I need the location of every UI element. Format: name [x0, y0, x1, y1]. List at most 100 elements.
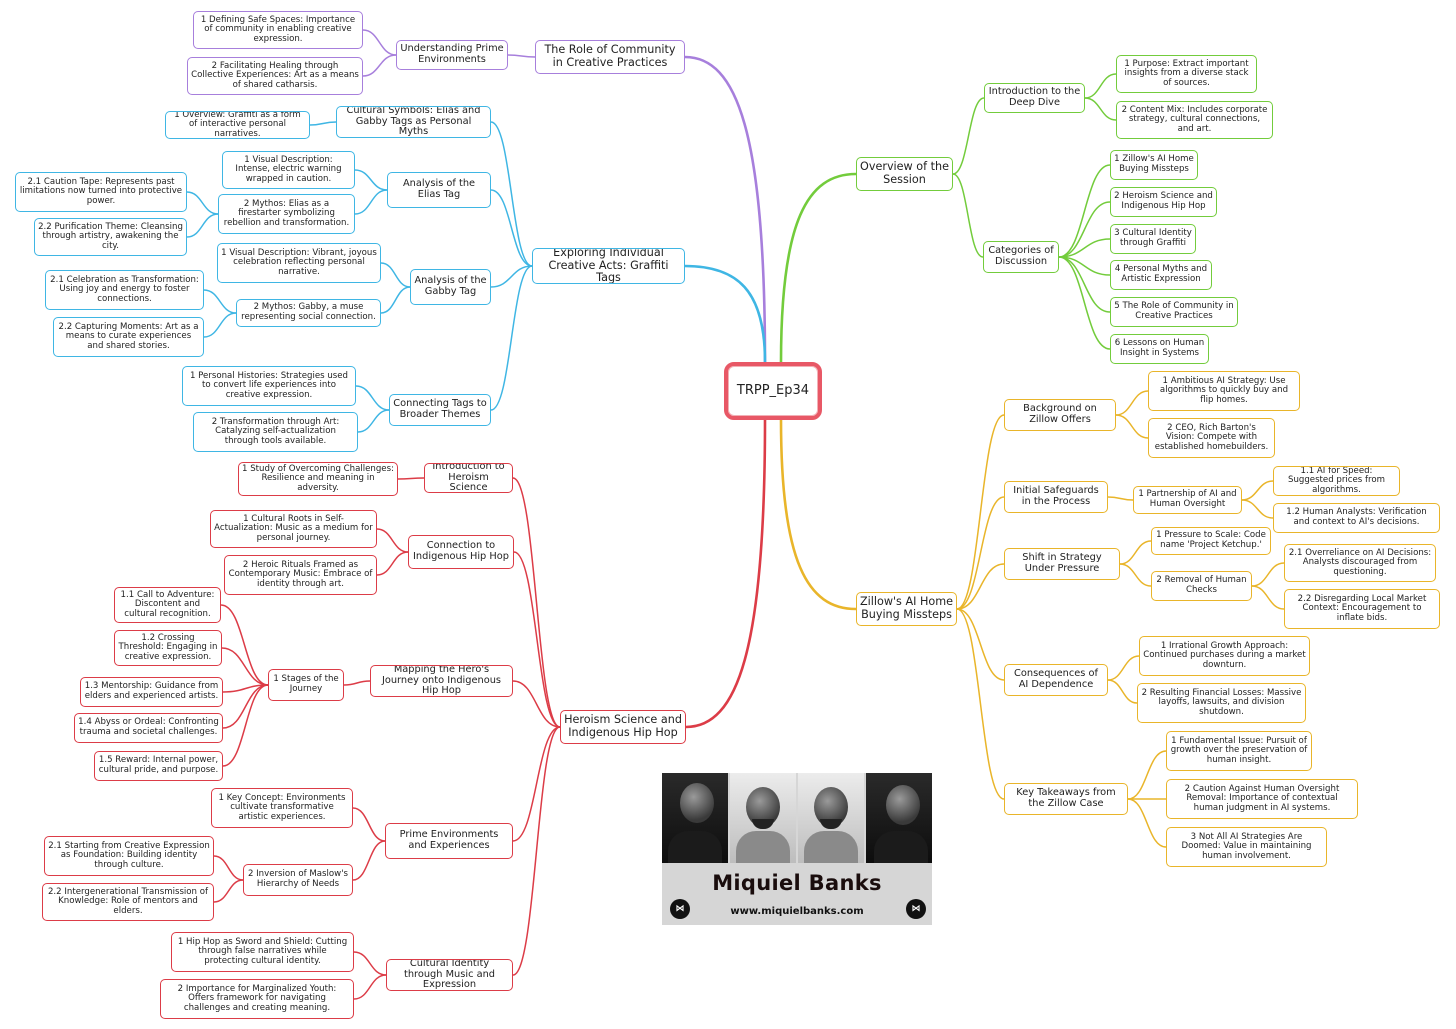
node-2-mythos-gabby-a-muse-representing-social-connec[interactable]: 2 Mythos: Gabby, a muse representing soc…	[236, 299, 381, 327]
node-1-partnership-of-ai-and-human-oversight[interactable]: 1 Partnership of AI and Human Oversight	[1133, 486, 1242, 514]
branch-line-r14	[512, 726, 561, 842]
node-1-1-call-to-adventure-discontent-and-cultural-re[interactable]: 1.1 Call to Adventure: Discontent and cu…	[114, 587, 221, 623]
node-zillow-s-ai-home-buying-missteps[interactable]: Zillow's AI Home Buying Missteps	[856, 592, 957, 626]
branch-line-c8	[186, 213, 219, 238]
node-background-on-zillow-offers[interactable]: Background on Zillow Offers	[1004, 399, 1116, 431]
node-1-2-crossing-threshold-engaging-in-creative-expr[interactable]: 1.2 Crossing Threshold: Engaging in crea…	[114, 630, 222, 666]
node-the-role-of-community-in-creative-practices[interactable]: The Role of Community in Creative Practi…	[535, 40, 685, 74]
node-1-irrational-growth-approach-continued-purchases[interactable]: 1 Irrational Growth Approach: Continued …	[1139, 636, 1310, 676]
node-1-study-of-overcoming-challenges-resilience-and-[interactable]: 1 Study of Overcoming Challenges: Resili…	[238, 462, 398, 496]
node-1-2-human-analysts-verification-and-context-to-a[interactable]: 1.2 Human Analysts: Verification and con…	[1273, 503, 1440, 533]
branch-line-g5	[952, 173, 984, 258]
branch-line-p1	[683, 55, 767, 364]
root-node[interactable]: TRPP_Ep34	[724, 362, 822, 420]
node-2-mythos-elias-as-a-firestarter-symbolizing-rebe[interactable]: 2 Mythos: Elias as a firestarter symboli…	[218, 194, 355, 234]
node-key-takeaways-from-the-zillow-case[interactable]: Key Takeaways from the Zillow Case	[1004, 783, 1128, 815]
node-4-personal-myths-and-artistic-expression[interactable]: 4 Personal Myths and Artistic Expression	[1110, 260, 1212, 290]
node-1-zillow-s-ai-home-buying-missteps[interactable]: 1 Zillow's AI Home Buying Missteps	[1110, 150, 1198, 180]
node-2-content-mix-includes-corporate-strategy-cultur[interactable]: 2 Content Mix: Includes corporate strate…	[1116, 101, 1273, 139]
branch-line-o14	[956, 608, 1005, 681]
node-2-inversion-of-maslow-s-hierarchy-of-needs[interactable]: 2 Inversion of Maslow's Hierarchy of Nee…	[243, 864, 353, 896]
node-2-1-caution-tape-represents-past-limitations-now[interactable]: 2.1 Caution Tape: Represents past limita…	[15, 172, 187, 212]
node-heroism-science-and-indigenous-hip-hop[interactable]: Heroism Science and Indigenous Hip Hop	[560, 710, 686, 744]
node-consequences-of-ai-dependence[interactable]: Consequences of AI Dependence	[1004, 664, 1108, 696]
node-5-the-role-of-community-in-creative-practices[interactable]: 5 The Role of Community in Creative Prac…	[1110, 297, 1238, 327]
portrait-photo-4	[866, 773, 932, 863]
node-connection-to-indigenous-hip-hop[interactable]: Connection to Indigenous Hip Hop	[408, 535, 514, 569]
branch-line-g11	[1058, 256, 1111, 350]
node-2-transformation-through-art-catalyzing-self-act[interactable]: 2 Transformation through Art: Catalyzing…	[193, 412, 358, 452]
branch-line-g4	[1084, 97, 1117, 121]
node-1-purpose-extract-important-insights-from-a-dive[interactable]: 1 Purpose: Extract important insights fr…	[1116, 55, 1257, 93]
branch-line-p3	[362, 29, 397, 56]
node-prime-environments-and-experiences[interactable]: Prime Environments and Experiences	[385, 823, 513, 859]
node-1-3-mentorship-guidance-from-elders-and-experien[interactable]: 1.3 Mentorship: Guidance from elders and…	[80, 677, 223, 707]
branch-line-o10	[1119, 540, 1152, 565]
portrait-photo-1	[662, 773, 728, 863]
node-shift-in-strategy-under-pressure[interactable]: Shift in Strategy Under Pressure	[1004, 548, 1120, 580]
node-1-key-concept-environments-cultivate-transformat[interactable]: 1 Key Concept: Environments cultivate tr…	[211, 788, 353, 828]
node-2-heroism-science-and-indigenous-hip-hop[interactable]: 2 Heroism Science and Indigenous Hip Hop	[1110, 187, 1217, 217]
node-overview-of-the-session[interactable]: Overview of the Session	[856, 157, 953, 191]
logo-icon: ⋈	[670, 899, 690, 919]
node-cultural-identity-through-music-and-expression[interactable]: Cultural Identity through Music and Expr…	[386, 959, 513, 991]
node-2-facilitating-healing-through-collective-experi[interactable]: 2 Facilitating Healing through Collectiv…	[187, 57, 363, 95]
node-1-personal-histories-strategies-used-to-convert-[interactable]: 1 Personal Histories: Strategies used to…	[182, 366, 356, 406]
branch-line-c2	[490, 121, 533, 267]
branch-line-r12	[222, 684, 269, 729]
node-2-1-starting-from-creative-expression-as-foundat[interactable]: 2.1 Starting from Creative Expression as…	[44, 836, 214, 876]
node-1-defining-safe-spaces-importance-of-community-i[interactable]: 1 Defining Safe Spaces: Importance of co…	[193, 11, 363, 49]
node-2-importance-for-marginalized-youth-offers-frame[interactable]: 2 Importance for Marginalized Youth: Off…	[160, 979, 354, 1019]
branch-line-c10	[380, 262, 411, 288]
node-understanding-prime-environments[interactable]: Understanding Prime Environments	[396, 40, 508, 70]
node-6-lessons-on-human-insight-in-systems[interactable]: 6 Lessons on Human Insight in Systems	[1110, 334, 1209, 364]
node-2-2-intergenerational-transmission-of-knowledge-[interactable]: 2.2 Intergenerational Transmission of Kn…	[42, 883, 214, 921]
branch-line-o11	[1119, 563, 1152, 587]
node-1-4-abyss-or-ordeal-confronting-trauma-and-socie[interactable]: 1.4 Abyss or Ordeal: Confronting trauma …	[74, 713, 223, 743]
node-analysis-of-the-gabby-tag[interactable]: Analysis of the Gabby Tag	[410, 269, 491, 305]
node-2-2-purification-theme-cleansing-through-artistr[interactable]: 2.2 Purification Theme: Cleansing throug…	[34, 218, 187, 256]
node-1-5-reward-internal-power-cultural-pride-and-pur[interactable]: 1.5 Reward: Internal power, cultural pri…	[94, 751, 223, 781]
node-1-1-ai-for-speed-suggested-prices-from-algorithm[interactable]: 1.1 AI for Speed: Suggested prices from …	[1273, 466, 1400, 496]
node-categories-of-discussion[interactable]: Categories of Discussion	[983, 241, 1059, 273]
node-2-2-capturing-moments-art-as-a-means-to-curate-e[interactable]: 2.2 Capturing Moments: Art as a means to…	[53, 317, 204, 357]
node-2-heroic-rituals-framed-as-contemporary-music-em[interactable]: 2 Heroic Rituals Framed as Contemporary …	[224, 555, 377, 595]
node-introduction-to-heroism-science[interactable]: Introduction to Heroism Science	[424, 463, 513, 493]
branch-line-o8	[1241, 499, 1274, 519]
promo-url: www.miquielbanks.com	[730, 906, 864, 917]
node-cultural-symbols-elias-and-gabby-tags-as-persona[interactable]: Cultural Symbols: Elias and Gabby Tags a…	[336, 106, 491, 138]
branch-line-o6	[1107, 496, 1134, 501]
node-3-cultural-identity-through-graffiti[interactable]: 3 Cultural Identity through Graffiti	[1110, 224, 1196, 254]
branch-line-r19	[512, 726, 561, 976]
node-2-1-celebration-as-transformation-using-joy-and-[interactable]: 2.1 Celebration as Transformation: Using…	[45, 270, 204, 310]
node-exploring-individual-creative-acts-graffiti-tags[interactable]: Exploring Individual Creative Acts: Graf…	[532, 248, 685, 284]
node-1-pressure-to-scale-code-name-project-ketchup[interactable]: 1 Pressure to Scale: Code name 'Project …	[1151, 527, 1271, 555]
node-2-ceo-rich-barton-s-vision-compete-with-establis[interactable]: 2 CEO, Rich Barton's Vision: Compete wit…	[1148, 418, 1275, 458]
node-3-not-all-ai-strategies-are-doomed-value-in-main[interactable]: 3 Not All AI Strategies Are Doomed: Valu…	[1166, 827, 1327, 867]
node-1-stages-of-the-journey[interactable]: 1 Stages of the Journey	[268, 669, 344, 701]
node-2-removal-of-human-checks[interactable]: 2 Removal of Human Checks	[1151, 571, 1252, 601]
node-2-resulting-financial-losses-massive-layoffs-law[interactable]: 2 Resulting Financial Losses: Massive la…	[1137, 683, 1306, 723]
node-2-1-overreliance-on-ai-decisions-analysts-discou[interactable]: 2.1 Overreliance on AI Decisions: Analys…	[1284, 544, 1436, 582]
branch-line-g6	[1058, 164, 1111, 258]
node-2-2-disregarding-local-market-context-encouragem[interactable]: 2.2 Disregarding Local Market Context: E…	[1284, 589, 1440, 629]
node-mapping-the-hero-s-journey-onto-indigenous-hip-h[interactable]: Mapping the Hero's Journey onto Indigeno…	[370, 665, 513, 697]
branch-line-r18	[213, 879, 244, 903]
node-introduction-to-the-deep-dive[interactable]: Introduction to the Deep Dive	[984, 83, 1085, 113]
node-1-cultural-roots-in-self-actualization-music-as-[interactable]: 1 Cultural Roots in Self-Actualization: …	[210, 510, 377, 548]
branch-line-r2	[512, 477, 561, 728]
node-initial-safeguards-in-the-process[interactable]: Initial Safeguards in the Process	[1004, 481, 1108, 513]
node-1-hip-hop-as-sword-and-shield-cutting-through-fa[interactable]: 1 Hip Hop as Sword and Shield: Cutting t…	[171, 932, 354, 972]
node-connecting-tags-to-broader-themes[interactable]: Connecting Tags to Broader Themes	[389, 394, 491, 426]
node-1-ambitious-ai-strategy-use-algorithms-to-quickl[interactable]: 1 Ambitious AI Strategy: Use algorithms …	[1148, 371, 1300, 411]
node-1-fundamental-issue-pursuit-of-growth-over-the-p[interactable]: 1 Fundamental Issue: Pursuit of growth o…	[1166, 731, 1312, 771]
branch-line-c16	[357, 409, 390, 433]
branch-line-c14	[490, 265, 533, 411]
node-analysis-of-the-elias-tag[interactable]: Analysis of the Elias Tag	[387, 172, 491, 208]
branch-line-r10	[221, 647, 269, 686]
node-1-overview-graffiti-as-a-form-of-interactive-per[interactable]: 1 Overview: Graffiti as a form of intera…	[165, 111, 310, 139]
branch-line-o12	[1251, 562, 1285, 587]
node-2-caution-against-human-oversight-removal-import[interactable]: 2 Caution Against Human Oversight Remova…	[1166, 779, 1358, 819]
node-1-visual-description-vibrant-joyous-celebration-[interactable]: 1 Visual Description: Vibrant, joyous ce…	[217, 243, 381, 283]
node-1-visual-description-intense-electric-warning-wr[interactable]: 1 Visual Description: Intense, electric …	[222, 151, 355, 189]
